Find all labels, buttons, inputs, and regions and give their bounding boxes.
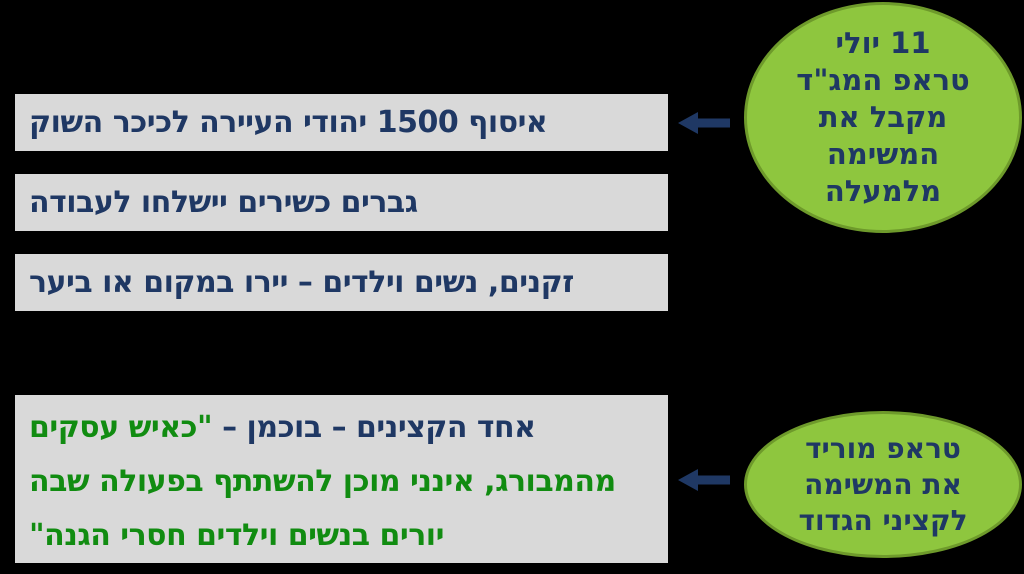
ellipse-bottom-line-2: את המשימה [804,467,962,501]
ellipse-top-line-5: מלמעלה [824,174,942,208]
ellipse-bottom-line-3: לקציני הגדוד [798,503,968,537]
quote-line-1-speaker: אחד הקצינים – בוכמן – [212,410,536,445]
ellipse-top-line-4: המשימה [826,137,940,171]
statement-box-gather: איסוף 1500 יהודי העיירה לכיכר השוק [15,94,668,151]
quote-line-3: יורים בנשים וילדים חסרי הגנה" [29,518,444,553]
ellipse-trapp-receives-mission: 11 יולי טראפ המג"ד מקבל את המשימה מלמעלה [744,2,1022,233]
quote-line-1: אחד הקצינים – בוכמן – "כאיש עסקים [29,401,654,455]
left-arrow-icon-bottom [678,468,730,492]
quote-line-1-quote-start: "כאיש עסקים [29,410,213,445]
ellipse-top-line-3: מקבל את [818,100,948,134]
officer-quote-box: אחד הקצינים – בוכמן – "כאיש עסקים מהמבור… [15,395,668,563]
ellipse-bottom-line-1: טראפ מוריד [805,431,961,465]
statement-box-men-work: גברים כשירים יישלחו לעבודה [15,174,668,231]
ellipse-top-line-1: 11 יולי [835,26,931,60]
left-arrow-icon-top [678,111,730,135]
statement-box-shot: זקנים, נשים וילדים – יירו במקום או ביער [15,254,668,311]
ellipse-top-line-2: טראפ המג"ד [796,63,970,97]
ellipse-trapp-passes-mission: טראפ מוריד את המשימה לקציני הגדוד [744,411,1022,558]
quote-line-2: מהמבורג, אינני מוכן להשתתף בפעולה שבה [29,464,616,499]
